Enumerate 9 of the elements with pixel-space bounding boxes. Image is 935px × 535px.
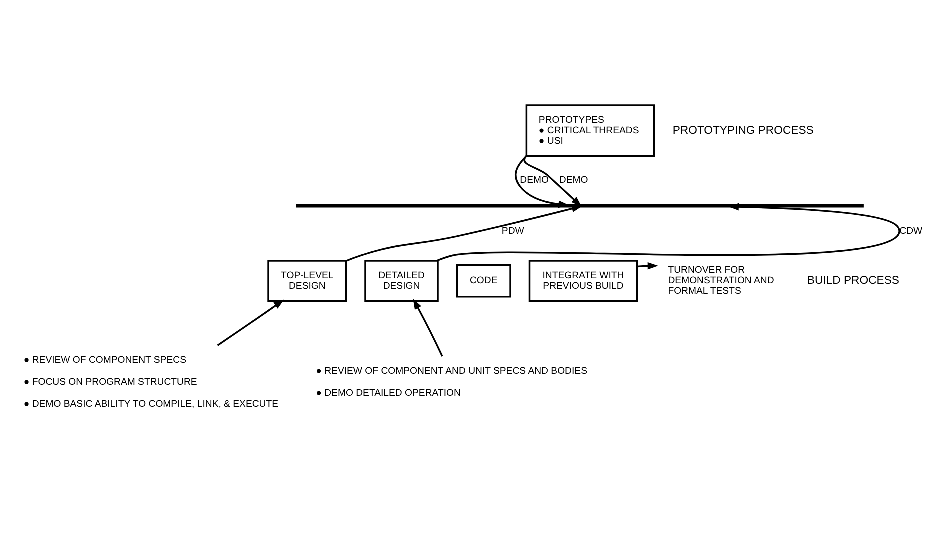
node-text: ● REVIEW OF COMPONENT SPECS ● FOCUS ON PROGRAM STRUCTURE ● DEMO BASIC ABILITY TO COMPILE, LINK, & EXECUTE — [24, 354, 279, 410]
node-text: TURNOVER FOR DEMONSTRATION AND FORMAL TESTS — [668, 264, 774, 297]
edge-label: CDW — [900, 225, 923, 236]
label: BUILD PROCESS — [807, 274, 900, 287]
label: PROTOTYPING PROCESS — [672, 124, 814, 136]
edge-label: DEMO — [559, 174, 588, 186]
edge-label: PDW — [502, 225, 524, 236]
edge-label: DEMO — [520, 174, 549, 186]
node-text: ● REVIEW OF COMPONENT AND UNIT SPECS AND BODIES ● DEMO DETAILED OPERATION — [316, 365, 588, 398]
